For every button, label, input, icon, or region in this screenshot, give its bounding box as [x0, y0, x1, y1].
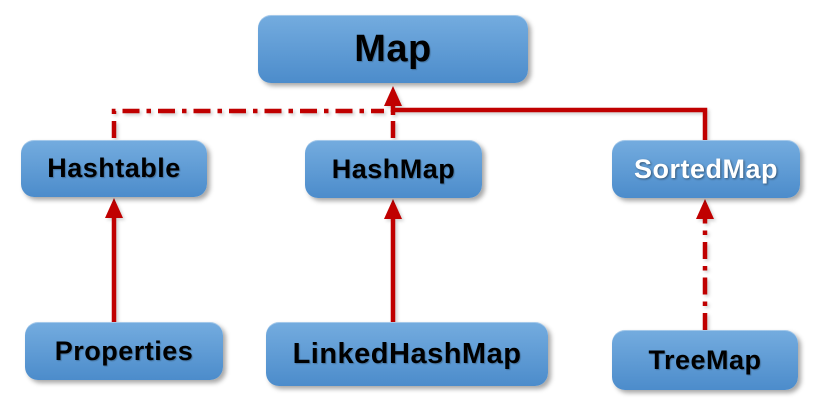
arrow-into-map [384, 86, 402, 112]
edge-hashtable-to-map [111, 108, 384, 138]
edge-sortedmap-to-map [393, 107, 708, 140]
node-map: Map [258, 15, 528, 83]
edge-treemap-to-sortedmap [696, 199, 714, 330]
node-hashtable: Hashtable [21, 140, 207, 197]
node-linkedhashmap: LinkedHashMap [266, 322, 548, 386]
node-sortedmap: SortedMap [612, 140, 800, 198]
node-properties: Properties [25, 322, 223, 380]
node-treemap: TreeMap [612, 330, 798, 390]
edge-linkedhashmap-to-hashmap [384, 199, 402, 322]
node-hashmap: HashMap [305, 140, 482, 198]
edge-properties-to-hashtable [105, 198, 123, 322]
